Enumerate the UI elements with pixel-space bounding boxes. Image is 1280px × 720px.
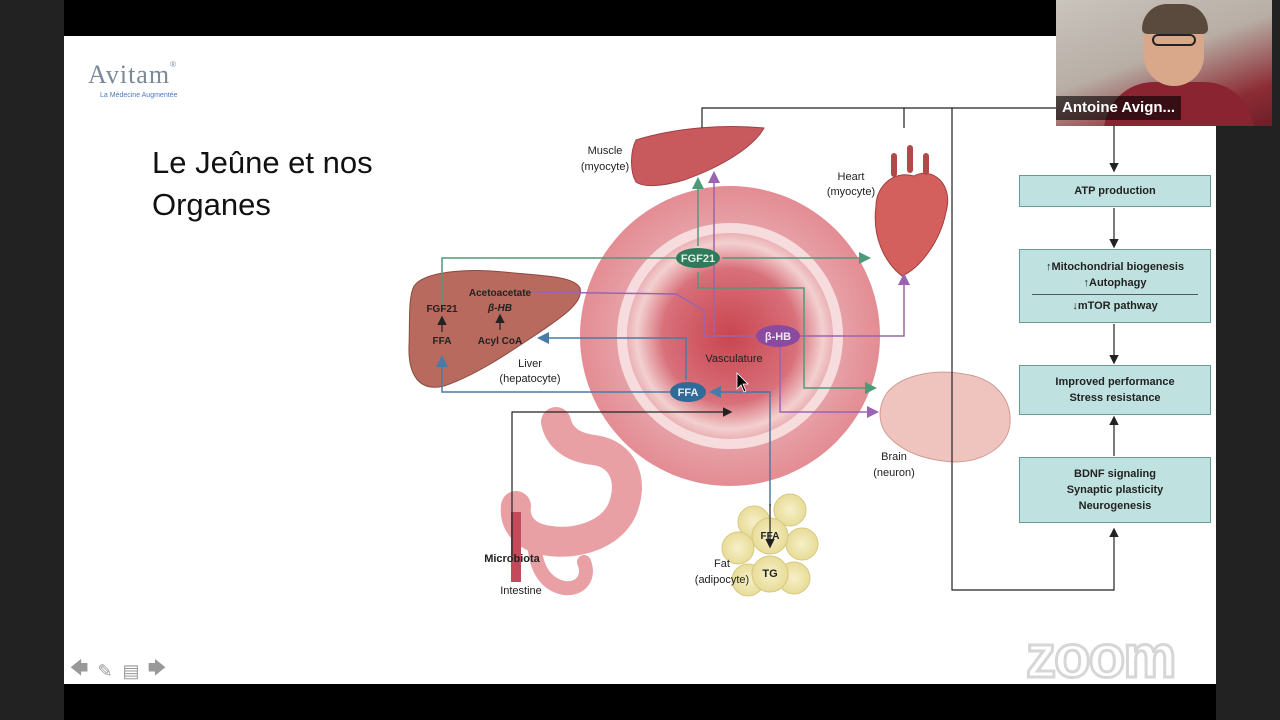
- bhb-node-label: β-HB: [765, 331, 791, 343]
- liver-label: Liver: [518, 358, 542, 370]
- autophagy-text: ↑Autophagy: [1083, 276, 1147, 289]
- slide-title: Le Jeûne et nos Organes: [152, 145, 373, 222]
- synaptic-plasticity-text: Synaptic plasticity: [1066, 484, 1164, 496]
- logo-text: Avitam: [88, 60, 171, 89]
- mtor-text: ↓mTOR pathway: [1072, 299, 1158, 312]
- ffa-node-label: FFA: [678, 387, 699, 399]
- fat-label: Fat: [714, 558, 730, 570]
- acylcoa-label: Acyl CoA: [478, 336, 522, 347]
- fat-ffa-label: FFA: [761, 531, 780, 542]
- liver-fgf21-label: FGF21: [426, 304, 458, 315]
- next-slide-icon[interactable]: 🡆: [147, 658, 167, 678]
- logo-tagline: La Médecine Augmentée: [100, 92, 178, 99]
- logo-registered-mark: ®: [170, 60, 176, 69]
- fgf21-node-label: FGF21: [681, 253, 715, 265]
- performance-box: Improved performance Stress resistance: [1019, 365, 1211, 415]
- previous-slide-icon[interactable]: 🡄: [69, 658, 89, 678]
- participant-name: Antoine Avign...: [1056, 96, 1182, 120]
- intestine-organ: [500, 407, 642, 596]
- ffa-pathways: [436, 332, 771, 506]
- bdnf-signaling-text: BDNF signaling: [1074, 468, 1156, 480]
- slide-nav-controls: 🡄 ✎ ▤ 🡆: [68, 658, 168, 682]
- muscle-label: Muscle: [588, 145, 623, 157]
- heart-sublabel: (myocyte): [827, 186, 875, 198]
- brain-sublabel: (neuron): [873, 467, 915, 479]
- acetoacetate-label: Acetoacetate: [469, 288, 532, 299]
- fat-cells: [721, 493, 819, 597]
- participant-hair: [1142, 4, 1208, 34]
- neurogenesis-text: Neurogenesis: [1078, 500, 1152, 512]
- atp-production-text: ATP production: [1074, 185, 1156, 197]
- brain-organ: [879, 371, 1011, 463]
- liver-sublabel: (hepatocyte): [499, 373, 560, 385]
- vasculature-label: Vasculature: [705, 353, 762, 365]
- liver-internal-arrows: [437, 313, 505, 332]
- zoom-watermark: zoom: [1025, 622, 1179, 692]
- performance-text: Improved performance: [1055, 376, 1175, 388]
- mouse-cursor: [736, 372, 749, 393]
- bdnf-box: BDNF signaling Synaptic plasticity Neuro…: [1019, 457, 1211, 523]
- muscle-organ: [631, 126, 765, 187]
- fgf21-pathways: [441, 177, 877, 394]
- liver-bhb-label: β-HB: [487, 303, 512, 314]
- ffa-node: FFA: [670, 382, 706, 402]
- microbiota-label: Microbiota: [484, 553, 540, 565]
- liver-ffa-label: FFA: [433, 336, 452, 347]
- participant-glasses: [1152, 34, 1196, 46]
- signal-pathways: [511, 107, 1119, 591]
- participant-video[interactable]: Antoine Avign...: [1056, 0, 1272, 126]
- notes-icon[interactable]: ▤: [122, 660, 140, 681]
- brain-label: Brain: [881, 451, 907, 463]
- avitam-logo: Avitam® La Médecine Augmentée: [88, 60, 208, 110]
- muscle-sublabel: (myocyte): [581, 161, 629, 173]
- tg-label: TG: [762, 568, 777, 580]
- left-letterbox: [0, 0, 64, 720]
- fat-sublabel: (adipocyte): [695, 574, 749, 586]
- fasting-organs-diagram: FGF21 β-HB FFA Muscle (myocyte) Heart (m…: [408, 107, 1119, 597]
- box-divider: [1032, 293, 1198, 295]
- stress-resistance-text: Stress resistance: [1069, 392, 1161, 404]
- mitochondrial-box: ↑Mitochondrial biogenesis ↑Autophagy ↓mT…: [1019, 249, 1211, 323]
- presentation-slide: Avitam® La Médecine Augmentée Le Jeûne e…: [64, 36, 1216, 684]
- heart-organ: [874, 145, 949, 277]
- bhb-node: β-HB: [756, 325, 800, 347]
- liver-organ: [408, 270, 581, 388]
- fgf21-node: FGF21: [676, 248, 720, 268]
- pen-icon[interactable]: ✎: [97, 660, 113, 681]
- heart-label: Heart: [838, 171, 865, 183]
- mito-biogenesis-text: ↑Mitochondrial biogenesis: [1045, 260, 1185, 273]
- intestine-label: Intestine: [500, 585, 542, 597]
- atp-production-box: ATP production: [1019, 175, 1211, 207]
